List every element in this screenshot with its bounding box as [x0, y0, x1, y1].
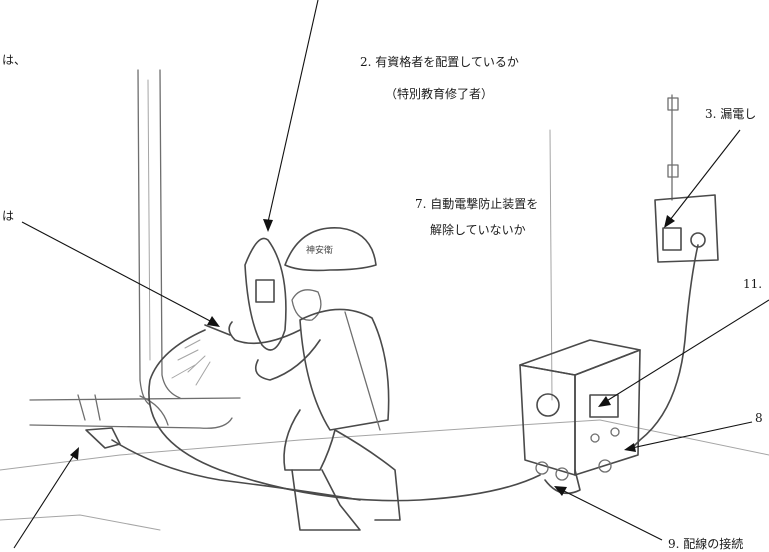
arrow-terminal-head — [624, 443, 636, 452]
welding-cable — [148, 329, 541, 502]
wall-outlet — [629, 94, 719, 451]
arrow-breaker — [669, 129, 741, 221]
conduit-clip-1 — [667, 97, 679, 111]
pipe-right-edge — [159, 69, 181, 399]
annotation-arrows — [13, 0, 769, 549]
machine-dial — [536, 393, 560, 417]
ground-clamp — [85, 427, 361, 501]
welding-machine — [519, 339, 641, 495]
arrow-shock-device — [604, 299, 769, 403]
arrow-connection-head — [554, 486, 567, 496]
front-leg — [283, 409, 336, 471]
power-cable — [629, 244, 699, 451]
arrow-ground-clamp-head — [70, 447, 79, 460]
vertical-pipe — [137, 69, 181, 406]
wall-corner-line — [549, 129, 553, 401]
terminal-left — [590, 433, 600, 443]
arrow-face-shield — [267, 0, 319, 223]
floor-right-line — [599, 419, 769, 456]
arrow-shock-device-head — [598, 396, 611, 407]
right-arm — [254, 339, 321, 381]
arrow-connection — [561, 489, 663, 541]
ground-cable — [111, 439, 361, 501]
label-item-7-line-2: 解除していないか — [430, 223, 526, 237]
terminal-right — [610, 427, 620, 437]
arrow-breaker-head — [664, 215, 675, 228]
rear-leg — [334, 429, 401, 521]
label-item-7-line-1: 7. 自動電撃防止装置を — [415, 197, 539, 211]
left-arm — [228, 321, 301, 345]
label-cut-left-mid: は — [2, 209, 15, 223]
hpipe-top — [29, 397, 241, 401]
wheel-3 — [598, 459, 612, 473]
label-item-8: 8 — [755, 411, 763, 425]
hpipe-clamp — [77, 394, 101, 421]
arrow-terminal — [631, 421, 753, 449]
front-boot — [291, 469, 361, 531]
pipe-left-edge — [137, 69, 151, 406]
label-item-11: 11. — [743, 277, 763, 291]
welder-figure: 神安衛 — [148, 227, 541, 531]
helmet-text: 神安衛 — [306, 244, 333, 256]
face-shield — [244, 237, 287, 351]
conduit-clip-2 — [667, 164, 679, 178]
arrow-holder-head — [207, 316, 220, 327]
electrode-holder — [204, 324, 231, 336]
floor-front-line — [0, 514, 161, 531]
label-item-3: 3. 漏電し — [705, 107, 757, 121]
arrow-face-shield-head — [263, 219, 273, 232]
clamp-body — [85, 427, 121, 449]
shock-prevention-device — [589, 394, 619, 418]
helmet — [284, 227, 377, 272]
shield-window — [255, 279, 275, 303]
label-item-2-line-2: （特別教育修了者） — [385, 87, 494, 101]
hpipe-bottom — [29, 417, 233, 429]
wheel-2 — [555, 467, 569, 481]
label-item-2-line-1: 2. 有資格者を配置しているか — [360, 55, 519, 69]
machine-side — [574, 349, 641, 476]
horizontal-pipe — [29, 394, 241, 429]
breaker-switch — [662, 227, 682, 251]
label-cut-top-left: は、 — [2, 53, 27, 67]
harness-strap — [344, 311, 381, 431]
welding-sparks — [171, 339, 211, 386]
label-item-9: 9. 配線の接続 — [668, 537, 744, 551]
hpipe-joint — [139, 395, 169, 426]
respirator — [291, 289, 322, 321]
arrow-ground-clamp — [13, 454, 75, 549]
pipe-highlight — [147, 79, 151, 361]
room-background — [0, 129, 769, 531]
machine-front — [519, 364, 576, 476]
outlet-plate — [654, 194, 719, 263]
spark-lines — [171, 339, 211, 386]
arrow-holder — [21, 221, 213, 323]
torso — [299, 308, 390, 431]
floor-line — [0, 419, 601, 471]
wheel-1 — [535, 461, 549, 475]
